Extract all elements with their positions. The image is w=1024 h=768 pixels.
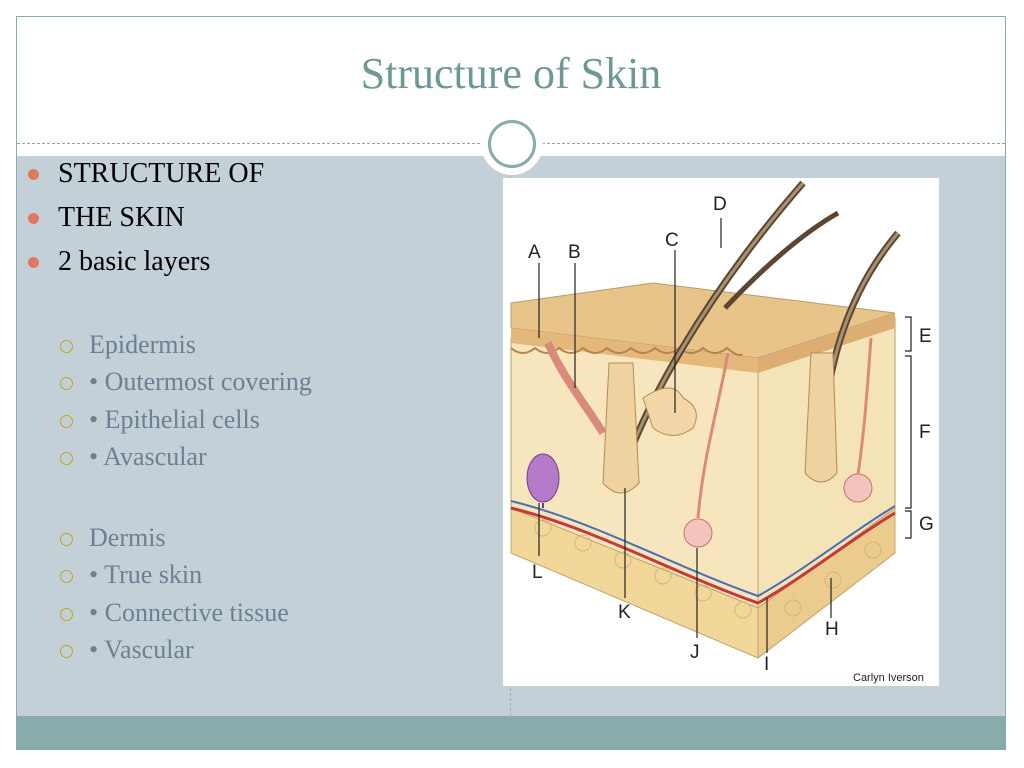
sub-bullet-icon <box>60 645 73 658</box>
slide-title: Structure of Skin <box>360 49 662 98</box>
figure-label: G <box>919 514 934 535</box>
figure-label: B <box>568 242 581 263</box>
figure-label: F <box>919 422 931 443</box>
dermis-item: • Connective tissue <box>89 598 289 627</box>
figure-label: I <box>764 654 769 675</box>
figure-label: A <box>528 242 541 263</box>
bullet-dot-icon <box>28 169 39 180</box>
figure-label: C <box>665 230 679 251</box>
bullet-item: 2 basic layers <box>58 246 211 277</box>
dermis-item: • Vascular <box>89 635 194 664</box>
bullet-item: THE SKIN <box>58 202 185 233</box>
figure-label: J <box>690 642 700 663</box>
dermis-item: • True skin <box>89 560 203 589</box>
skin-cross-section-illustration: A B C D E F G H I J K L <box>510 180 934 675</box>
figure-label: L <box>532 562 543 583</box>
epidermis-item: • Outermost covering <box>89 367 312 396</box>
sub-bullet-icon <box>60 452 73 465</box>
bullet-item: STRUCTURE OF <box>58 158 265 189</box>
dermis-heading: Dermis <box>89 523 166 552</box>
sub-bullet-icon <box>60 377 73 390</box>
figure-label: E <box>919 326 932 347</box>
sub-bullet-icon <box>60 533 73 546</box>
decorative-ring-icon <box>481 113 543 175</box>
figure-label: K <box>618 602 631 623</box>
sub-bullet-icon <box>60 608 73 621</box>
sub-bullet-icon <box>60 415 73 428</box>
image-credit: Carlyn Iverson <box>853 672 924 684</box>
epidermis-item: • Epithelial cells <box>89 405 260 434</box>
figure-label: D <box>713 194 727 215</box>
bullet-dot-icon <box>28 257 39 268</box>
sub-bullet-icon <box>60 570 73 583</box>
epidermis-item: • Avascular <box>89 442 207 471</box>
skin-diagram-figure: A B C D E F G H I J K L <box>503 178 939 686</box>
sub-bullet-icon <box>60 340 73 353</box>
figure-label: H <box>825 619 839 640</box>
epidermis-heading: Epidermis <box>89 330 196 359</box>
bullet-dot-icon <box>28 213 39 224</box>
footer-band <box>17 716 1005 749</box>
